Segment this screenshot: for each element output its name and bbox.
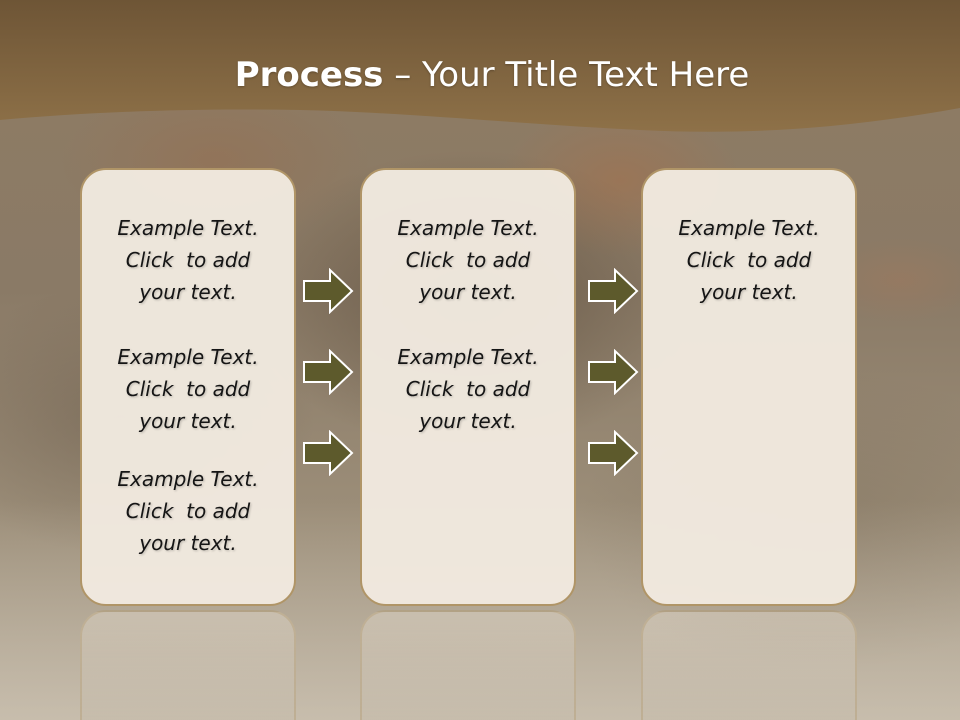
text-line: Click to add: [405, 248, 531, 272]
text-line: Click to add: [405, 377, 531, 401]
panel-reflection-3: [641, 610, 857, 720]
text-line: Click to add: [125, 499, 251, 523]
text-line: your text.: [139, 280, 237, 304]
header-band: [0, 0, 960, 132]
title-rest-text: – Your Title Text Here: [383, 55, 750, 95]
slide-title[interactable]: Process – Your Title Text Here: [0, 52, 960, 98]
text-line: Click to add: [125, 248, 251, 272]
title-bold-text: Process: [234, 55, 384, 95]
right-arrow-icon[interactable]: [302, 268, 354, 314]
text-placeholder[interactable]: Example Text. Click to add your text.: [362, 212, 574, 308]
text-line: Example Text.: [397, 345, 539, 369]
text-line: your text.: [139, 409, 237, 433]
right-arrow-icon[interactable]: [587, 268, 639, 314]
text-line: Example Text.: [117, 216, 259, 240]
panel-reflection-2: [360, 610, 576, 720]
text-line: your text.: [419, 409, 517, 433]
panel-reflection-1: [80, 610, 296, 720]
text-line: Example Text.: [397, 216, 539, 240]
right-arrow-icon[interactable]: [302, 349, 354, 395]
text-placeholder[interactable]: Example Text. Click to add your text.: [82, 341, 294, 437]
right-arrow-icon[interactable]: [587, 430, 639, 476]
right-arrow-icon[interactable]: [587, 349, 639, 395]
text-placeholder[interactable]: Example Text. Click to add your text.: [82, 212, 294, 308]
process-panel-1[interactable]: Example Text. Click to add your text. Ex…: [80, 168, 296, 606]
process-panel-2[interactable]: Example Text. Click to add your text. Ex…: [360, 168, 576, 606]
text-line: your text.: [700, 280, 798, 304]
text-line: your text.: [139, 531, 237, 555]
text-placeholder[interactable]: Example Text. Click to add your text.: [362, 341, 574, 437]
text-line: Click to add: [686, 248, 812, 272]
process-panel-3[interactable]: Example Text. Click to add your text.: [641, 168, 857, 606]
text-placeholder[interactable]: Example Text. Click to add your text.: [82, 463, 294, 559]
text-placeholder[interactable]: Example Text. Click to add your text.: [643, 212, 855, 308]
text-line: Example Text.: [117, 467, 259, 491]
text-line: your text.: [419, 280, 517, 304]
text-line: Example Text.: [117, 345, 259, 369]
right-arrow-icon[interactable]: [302, 430, 354, 476]
text-line: Example Text.: [678, 216, 820, 240]
text-line: Click to add: [125, 377, 251, 401]
